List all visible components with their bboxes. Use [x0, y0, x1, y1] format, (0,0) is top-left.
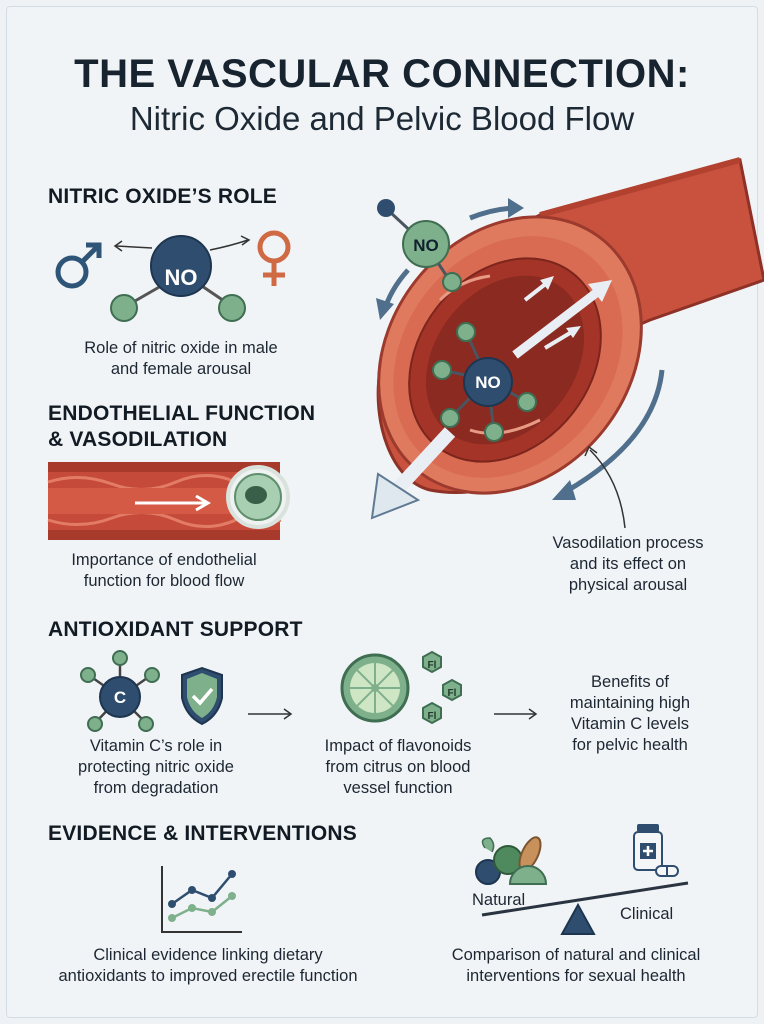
benefits-caption: Benefits of maintaining high Vitamin C l… [569, 673, 691, 754]
section-heading-endothelial-2: & VASODILATION [48, 428, 228, 451]
scale-natural-label: Natural [472, 891, 526, 909]
vitamin-c-label: C [113, 688, 127, 707]
role-molecule-label: NO [164, 265, 198, 290]
cell-icon [226, 465, 290, 529]
section-heading-evidence: EVIDENCE & INTERVENTIONS [48, 822, 357, 845]
citrus-slice-icon [340, 653, 410, 723]
section-heading-endothelial: ENDOTHELIAL FUNCTION [48, 402, 316, 425]
fruits-vegetables-icon [475, 836, 548, 885]
page-title: THE VASCULAR CONNECTION: [74, 52, 690, 96]
evidence-chart-caption: Clinical evidence linking dietary antiox… [58, 946, 358, 985]
flavonoid-label-2: Fl [447, 688, 457, 699]
line-chart-icon [161, 866, 242, 933]
no-molecule-icon [150, 235, 212, 297]
pill-icon [655, 865, 679, 877]
balance-scale-icon [481, 881, 689, 935]
vessel-no-label: NO [475, 373, 501, 392]
evidence-scale-caption: Comparison of natural and clinical inter… [451, 946, 701, 985]
endothelial-caption: Importance of endothelial function for b… [71, 551, 257, 590]
flavonoid-icon [422, 650, 462, 725]
vasodilation-caption: Vasodilation process and its effect on p… [552, 534, 704, 594]
vitamin-c-molecule-icon [80, 650, 160, 732]
female-symbol-icon [257, 230, 291, 286]
page-subtitle: Nitric Oxide and Pelvic Blood Flow [129, 100, 635, 137]
male-symbol-icon [55, 242, 102, 289]
section-heading-role: NITRIC OXIDE’S ROLE [48, 185, 277, 208]
scale-clinical-label: Clinical [620, 905, 674, 923]
flavonoid-label-3: Fl [427, 711, 437, 722]
role-caption: Role of nitric oxide in male and female … [84, 339, 278, 378]
flavonoid-caption: Impact of flavonoids from citrus on bloo… [324, 737, 472, 797]
floating-no-label: NO [413, 236, 439, 255]
medicine-bottle-icon [633, 824, 663, 871]
flavonoid-label-1: Fl [427, 660, 437, 671]
shield-check-icon [181, 666, 223, 726]
section-heading-antioxidant: ANTIOXIDANT SUPPORT [48, 618, 303, 641]
vitamin-c-caption: Vitamin C’s role in protecting nitric ox… [78, 737, 234, 797]
